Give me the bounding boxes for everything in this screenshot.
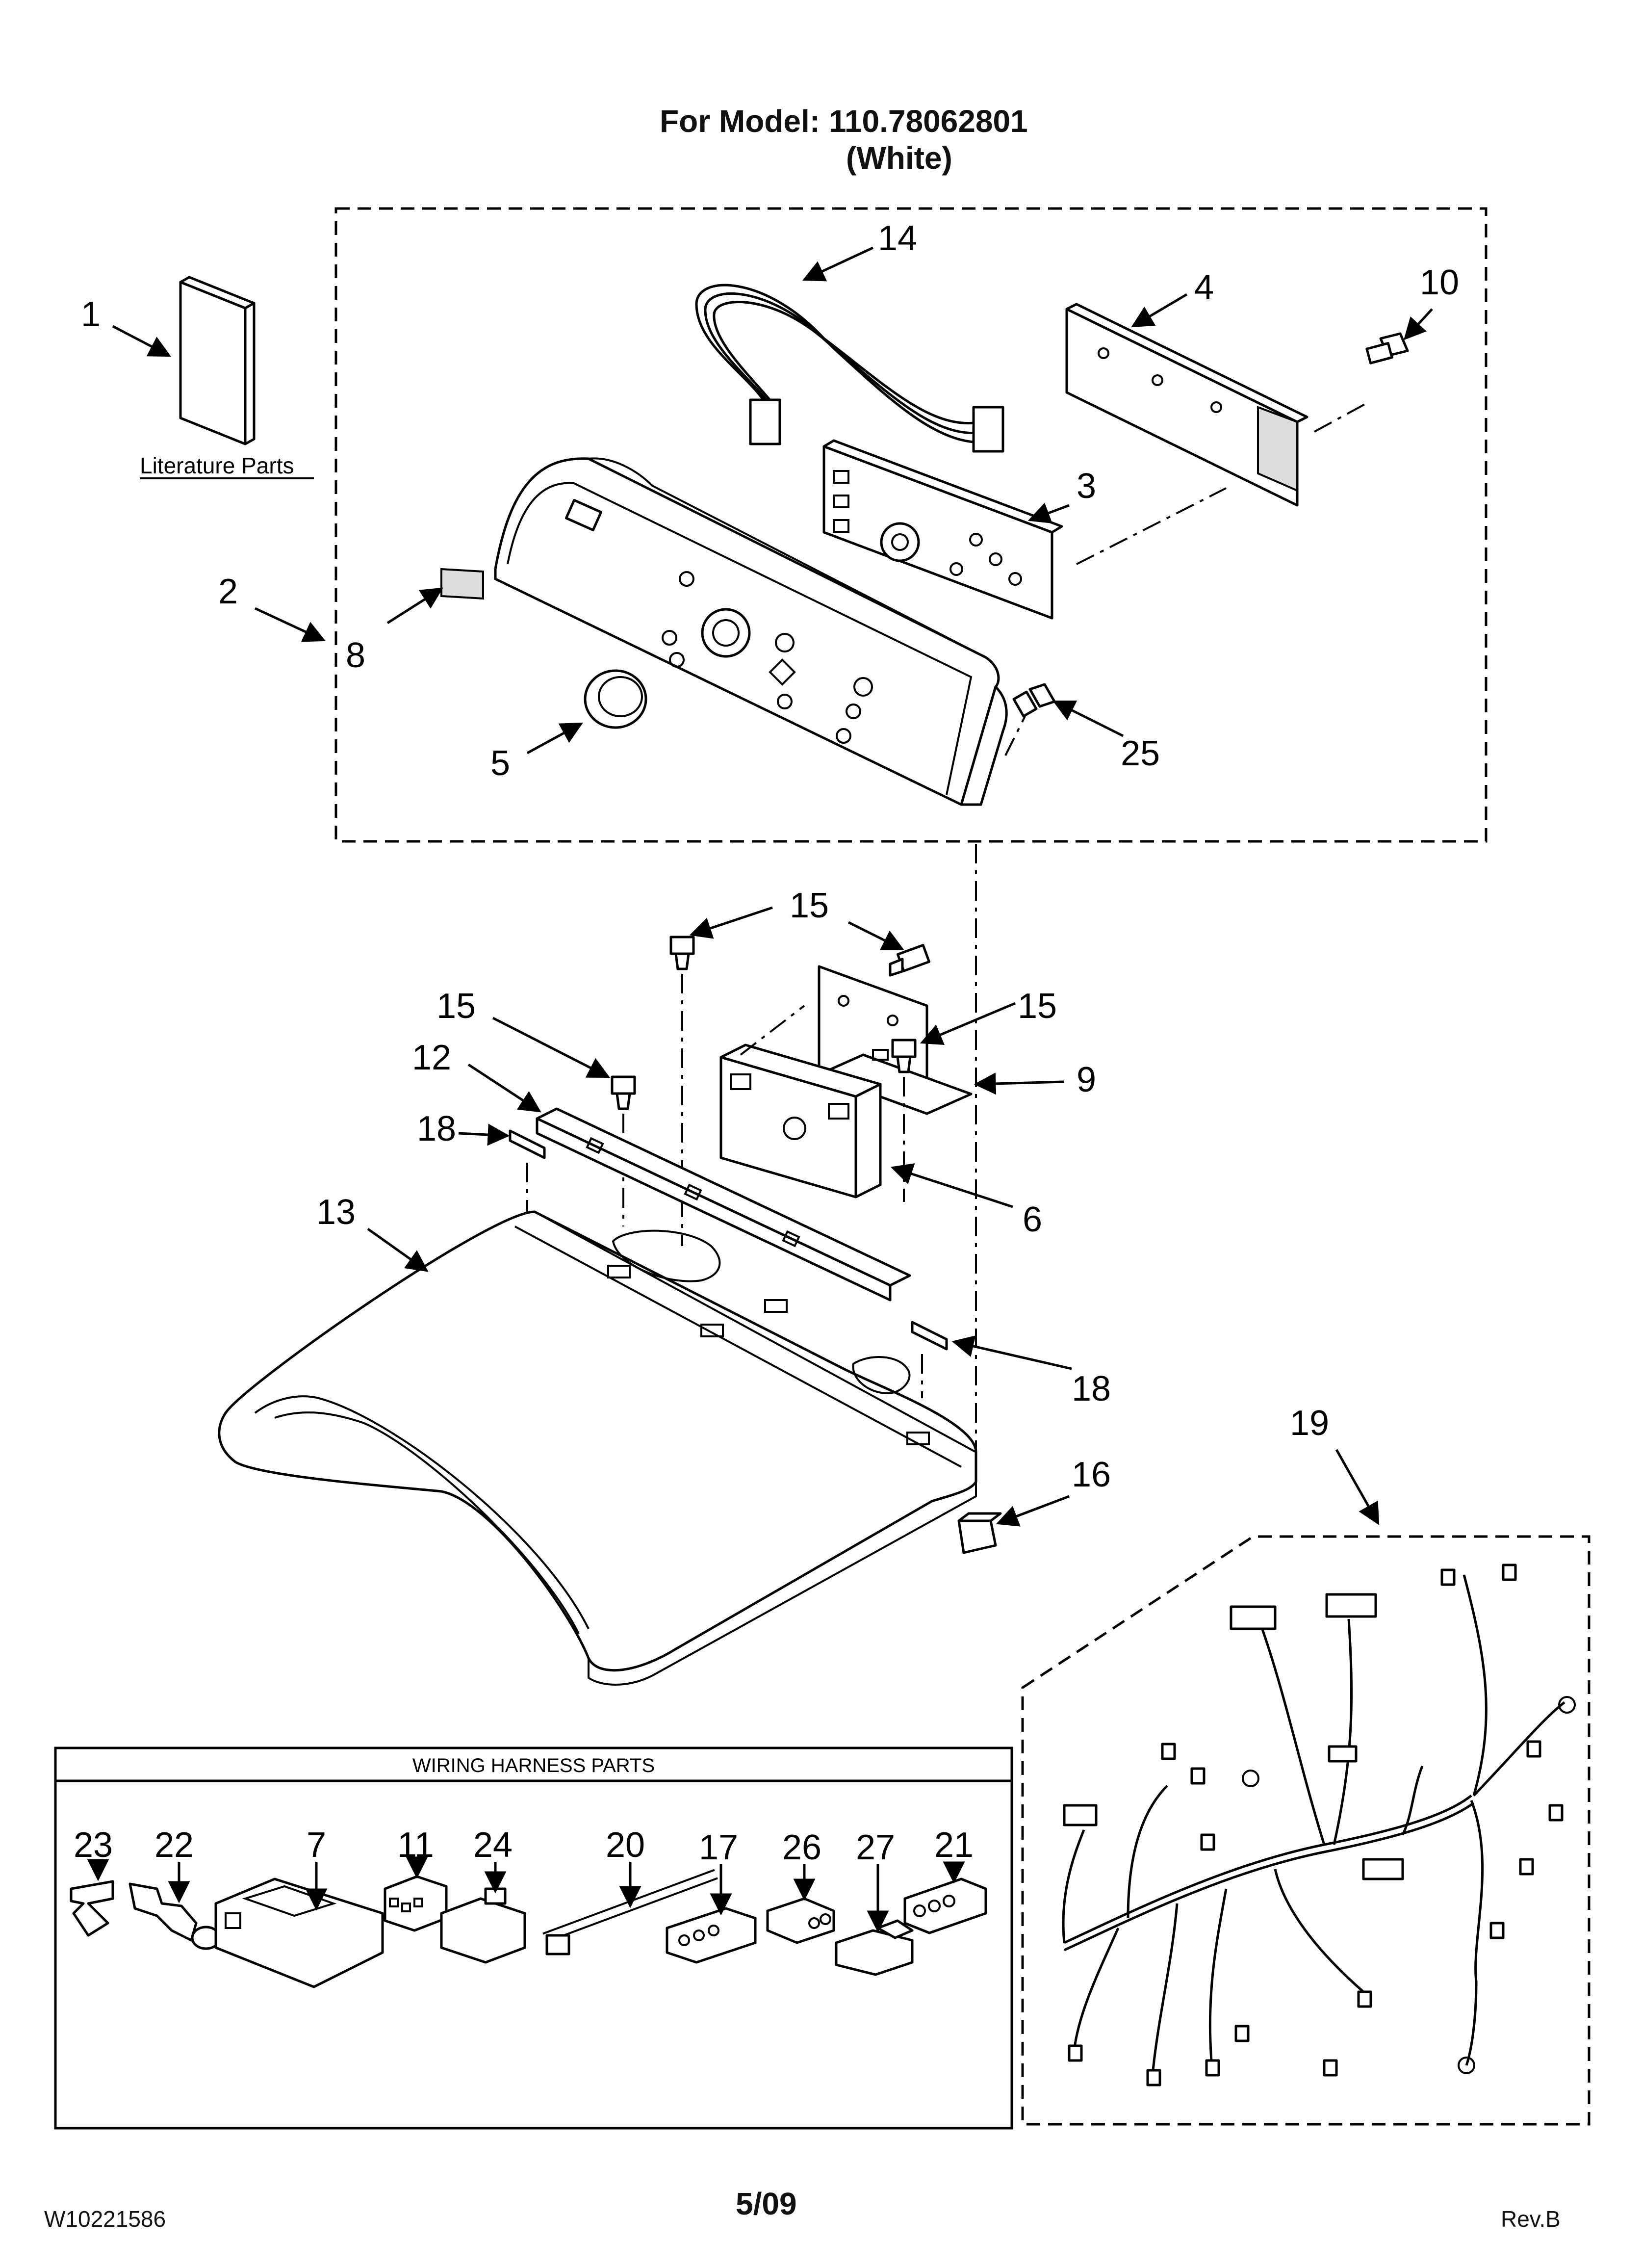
harness-part-7-connector — [214, 1877, 384, 1988]
gasket-part-18-right — [911, 1321, 948, 1351]
screw-part-25 — [1012, 683, 1056, 718]
arrow-18a — [458, 1123, 510, 1146]
user-interface-board-part — [822, 439, 1063, 620]
harness-callout-26: 26 — [782, 1828, 821, 1867]
harness-part-26-housing — [766, 1897, 835, 1944]
console-bracket-strip-part — [536, 1107, 911, 1302]
callout-4: 4 — [1194, 268, 1214, 307]
harness-callout-22: 22 — [154, 1825, 194, 1865]
arrow-9 — [974, 1072, 1065, 1095]
callout-9: 9 — [1077, 1060, 1096, 1099]
callout-2: 2 — [218, 572, 238, 611]
harness-parts-box — [54, 1747, 1013, 2130]
arrow-18b — [951, 1335, 1072, 1370]
harness-part-27-connector — [835, 1919, 914, 1976]
arrow-2 — [254, 607, 326, 642]
control-mounting-bracket-part — [1065, 303, 1308, 507]
screw-part-15-top — [669, 936, 695, 970]
screw-part-15-bracket — [891, 1039, 917, 1073]
callout-12: 12 — [412, 1038, 451, 1077]
gasket-part-18-left — [509, 1129, 546, 1159]
alignment-line-screw-10 — [1314, 401, 1369, 433]
callout-19: 19 — [1290, 1404, 1329, 1443]
literature-parts-label: Literature Parts — [140, 453, 294, 478]
callout-14: 14 — [878, 219, 917, 258]
arrow-15c — [492, 1017, 611, 1078]
arrow-15b — [847, 921, 905, 951]
harness-part-21-housing — [903, 1877, 987, 1934]
callout-18-left: 18 — [417, 1109, 456, 1148]
revision-label: Rev.B — [1501, 2206, 1561, 2232]
alignment-line-control — [740, 1005, 805, 1056]
arrow-10 — [1403, 308, 1433, 340]
harness-box-title: WIRING HARNESS PARTS — [412, 1755, 655, 1776]
harness-part-22-terminal — [128, 1882, 221, 1950]
callout-15-right: 15 — [1018, 987, 1057, 1026]
callout-25: 25 — [1121, 734, 1160, 773]
callout-13: 13 — [316, 1193, 356, 1232]
plug-part-16 — [957, 1512, 1002, 1554]
literature-booklet-part — [179, 276, 256, 445]
callout-15-top: 15 — [790, 886, 829, 925]
arrow-4 — [1131, 293, 1188, 328]
console-badge-part — [440, 568, 484, 600]
arrow-15a — [689, 906, 773, 939]
document-number: W10221586 — [44, 2206, 166, 2232]
screw-part-15-right — [889, 944, 930, 977]
alignment-line-screw-25 — [1004, 716, 1026, 756]
main-wire-harness-part — [1062, 1564, 1576, 2086]
harness-part-11-housing — [384, 1875, 448, 1932]
control-knob-part — [584, 669, 647, 729]
arrow-5 — [526, 722, 583, 755]
arrow-15d — [920, 1002, 1016, 1045]
arrow-8 — [386, 587, 443, 625]
harness-callout-23: 23 — [74, 1825, 113, 1865]
arrow-1 — [112, 325, 171, 357]
machine-control-unit-part — [719, 1043, 882, 1199]
main-harness-boundary — [1021, 1535, 1591, 2126]
harness-callout-20: 20 — [606, 1825, 645, 1865]
callout-3: 3 — [1077, 467, 1096, 506]
alignment-line-board — [1076, 487, 1227, 565]
harness-part-17-housing — [666, 1907, 757, 1964]
callout-10: 10 — [1420, 263, 1459, 302]
harness-callout-24: 24 — [473, 1825, 513, 1865]
harness-callout-21: 21 — [934, 1825, 974, 1865]
harness-callout-11: 11 — [397, 1825, 434, 1865]
harness-part-23-clip — [70, 1880, 114, 1937]
callout-5: 5 — [490, 744, 510, 783]
arrow-14 — [802, 246, 874, 282]
console-wire-harness-part — [695, 284, 1004, 453]
arrow-12 — [467, 1063, 541, 1113]
control-console-part — [494, 457, 1008, 806]
harness-part-24-connector — [440, 1887, 526, 1964]
arrow-13 — [367, 1227, 429, 1272]
model-number-heading: For Model: 110.78062801 — [660, 104, 1028, 139]
harness-callout-7: 7 — [307, 1825, 326, 1865]
arrow-16 — [996, 1495, 1070, 1527]
harness-callout-27: 27 — [856, 1828, 895, 1867]
arrow-3 — [1027, 502, 1070, 523]
harness-callout-17: 17 — [699, 1828, 738, 1867]
callout-6: 6 — [1023, 1200, 1042, 1239]
callout-15-left: 15 — [436, 987, 476, 1026]
callout-1: 1 — [81, 295, 101, 334]
screw-part-10 — [1365, 332, 1409, 365]
arrow-25 — [1052, 700, 1124, 737]
screw-part-15-left — [611, 1075, 636, 1110]
arrow-6 — [890, 1163, 1013, 1208]
console-assembly-boundary — [334, 207, 1488, 843]
publication-date: 5/09 — [736, 2186, 797, 2221]
callout-8: 8 — [346, 636, 365, 675]
callout-18-right: 18 — [1072, 1369, 1111, 1408]
arrow-19 — [1335, 1449, 1380, 1525]
model-color-heading: (White) — [846, 140, 952, 176]
dryer-top-panel-part — [218, 1210, 977, 1686]
callout-16: 16 — [1072, 1455, 1111, 1494]
